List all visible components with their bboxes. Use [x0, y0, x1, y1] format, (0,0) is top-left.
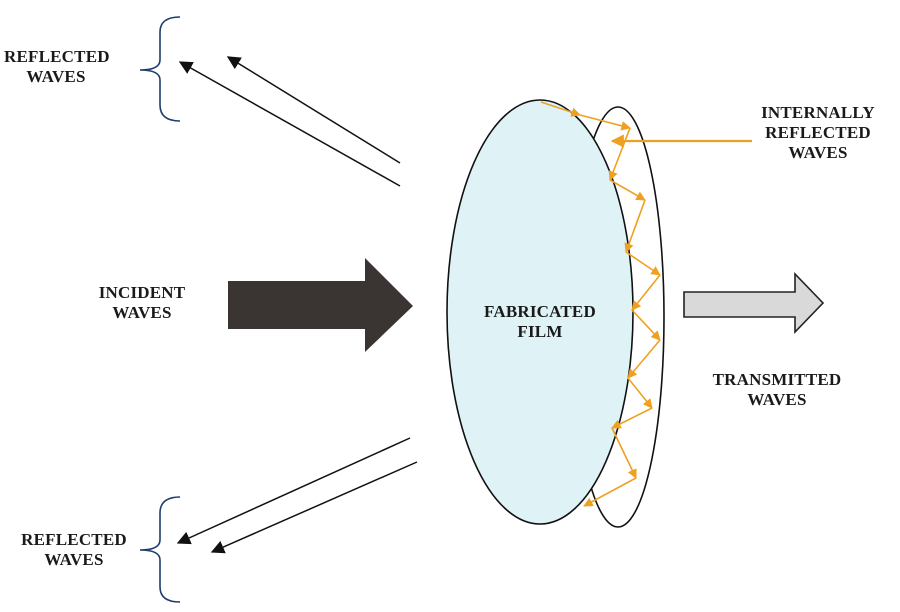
incident-arrow — [228, 258, 413, 352]
label-incident: INCIDENT WAVES — [98, 283, 186, 322]
label-reflected-top: REFLECTED WAVES — [4, 47, 110, 86]
transmitted-arrow — [683, 272, 825, 334]
label-transmitted: TRANSMITTED WAVES — [712, 370, 842, 409]
reflected-ray-top-2 — [178, 61, 401, 187]
label-film: FABRICATED FILM — [484, 302, 596, 341]
internal-reflection-path — [540, 101, 661, 507]
reflected-ray-top-1 — [226, 56, 401, 164]
reflected-ray-bottom-2 — [210, 461, 418, 554]
label-internal: INTERNALLY REFLECTED WAVES — [761, 103, 875, 162]
bracket-top — [139, 16, 181, 122]
reflected-ray-bottom-1 — [176, 437, 411, 545]
label-reflected-bottom: REFLECTED WAVES — [21, 530, 127, 569]
bracket-bottom — [139, 496, 181, 603]
